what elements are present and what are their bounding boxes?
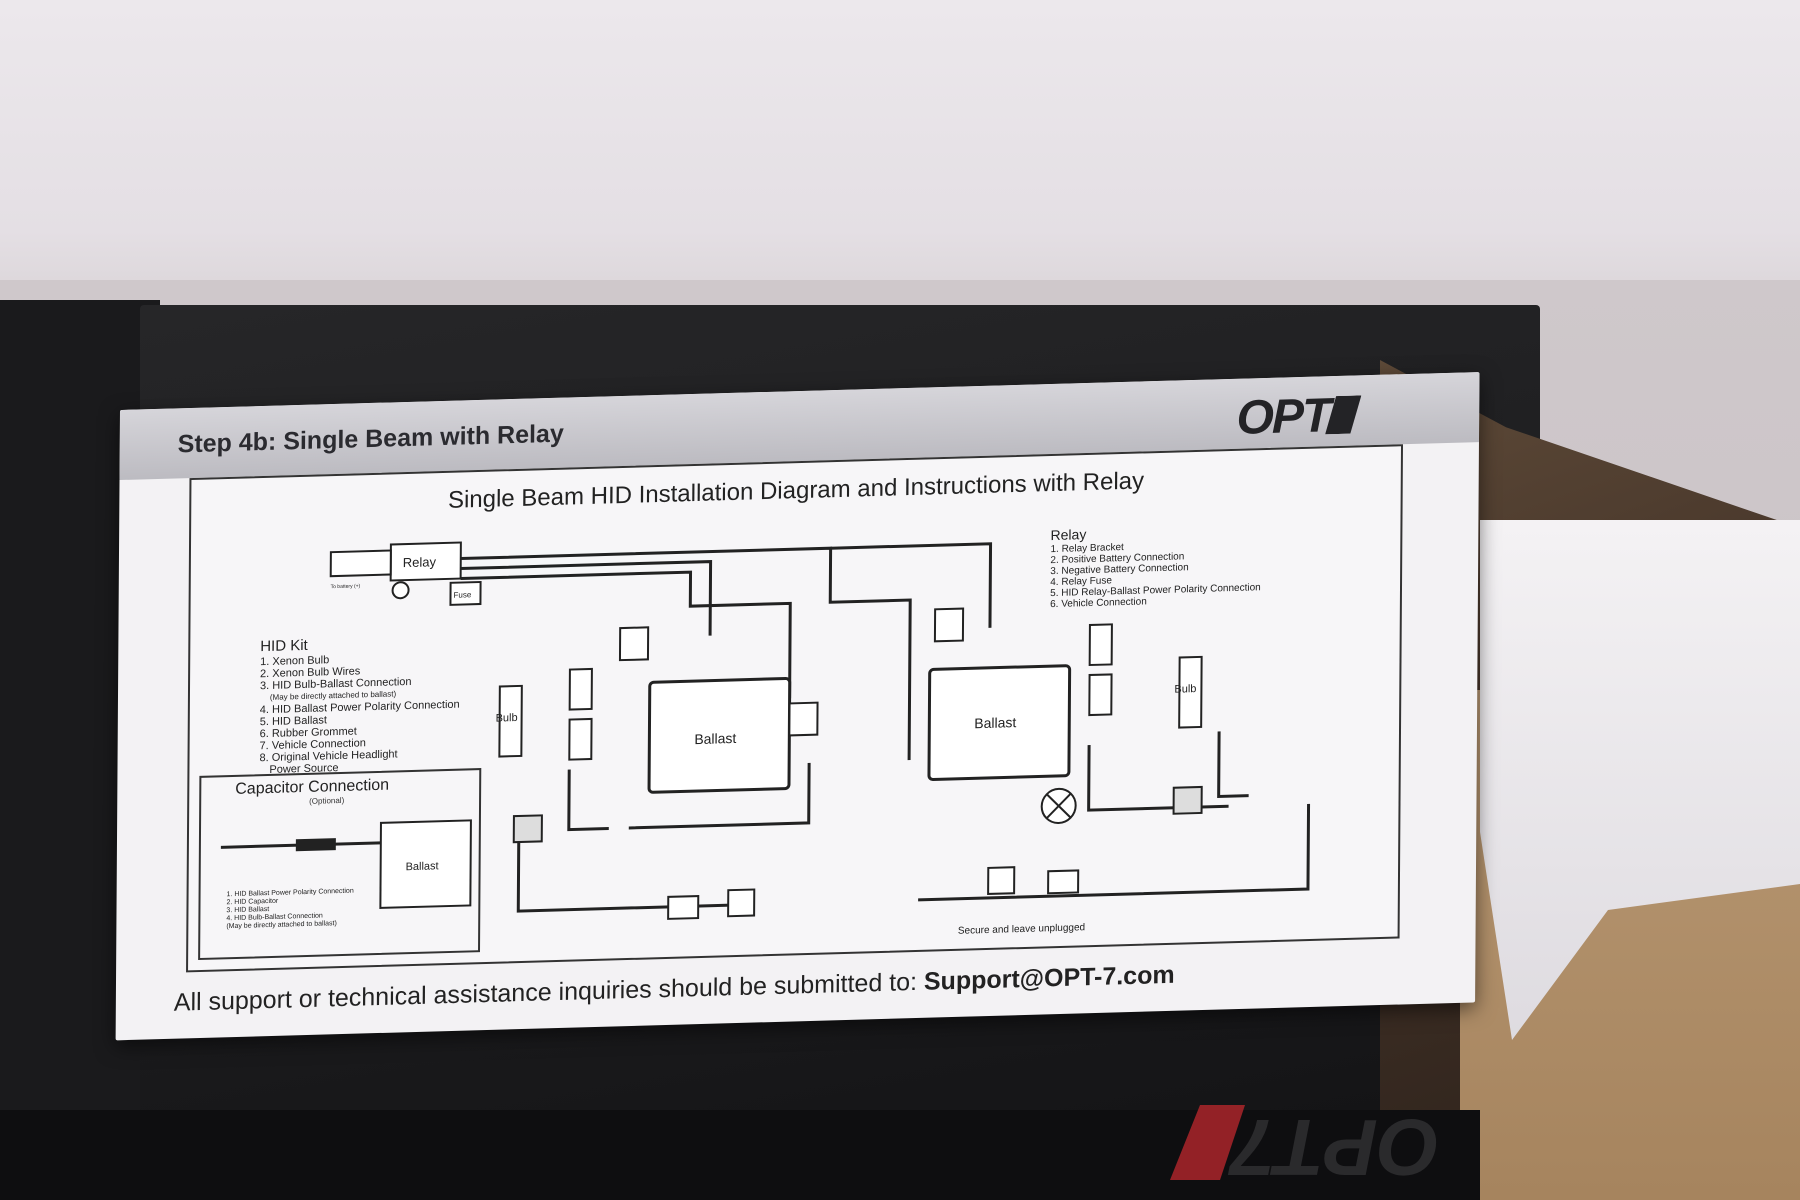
bulb-left bbox=[498, 684, 523, 758]
grommet-right bbox=[1172, 785, 1203, 815]
box-logo: OPT7 bbox=[1170, 1103, 1440, 1192]
box-logo-accent bbox=[1170, 1105, 1245, 1180]
connector-left-2 bbox=[788, 701, 819, 737]
unplugged-x-2 bbox=[1045, 792, 1072, 819]
wire-right-bulb bbox=[1217, 731, 1249, 799]
ballast-right bbox=[927, 664, 1072, 781]
wiring-diagram: Relay To battery (+) Fuse Ballast bbox=[318, 541, 1311, 937]
wire-relay-right bbox=[460, 546, 912, 761]
diagram-frame: Single Beam HID Installation Diagram and… bbox=[186, 444, 1404, 973]
bulb-left-label: Bulb bbox=[496, 712, 518, 725]
vehicle-connector-right-2 bbox=[1047, 869, 1080, 895]
step-title: Step 4b: Single Beam with Relay bbox=[177, 419, 564, 459]
connector-right-3 bbox=[1088, 673, 1113, 717]
fuse-label: Fuse bbox=[453, 590, 471, 600]
relay-label: Relay bbox=[403, 554, 437, 570]
background-wall bbox=[0, 0, 1800, 330]
wire-right-ballast-down bbox=[1087, 745, 1229, 812]
support-email: Support@OPT-7.com bbox=[923, 960, 1175, 996]
grommet-left bbox=[512, 814, 543, 844]
left-bulb-group: Bulb bbox=[496, 684, 543, 844]
to-battery-label: To battery (+) bbox=[331, 583, 361, 590]
vehicle-connector-left-1 bbox=[667, 895, 700, 920]
capacitor-legend: 1. HID Ballast Power Polarity Connection… bbox=[226, 888, 353, 932]
connector-right-1 bbox=[933, 607, 965, 643]
bulb-right-label: Bulb bbox=[1174, 683, 1196, 696]
capacitor-body bbox=[295, 838, 336, 852]
capacitor-connection-box: Capacitor Connection (Optional) Ballast … bbox=[198, 768, 482, 961]
hid-kit-legend: HID Kit 1. Xenon Bulb 2. Xenon Bulb Wire… bbox=[259, 633, 460, 777]
wire-relay-left bbox=[460, 570, 792, 699]
left-ballast-group: Ballast bbox=[568, 626, 819, 794]
brand-logo-mark bbox=[1325, 395, 1361, 434]
support-footer: All support or technical assistance inqu… bbox=[174, 961, 1175, 1018]
relay-unit: Relay To battery (+) Fuse bbox=[329, 541, 482, 606]
box-logo-text: OPT7 bbox=[1228, 1103, 1440, 1192]
ballast-left-label: Ballast bbox=[694, 730, 736, 747]
right-bulb-group: Bulb bbox=[1172, 655, 1203, 815]
connector-left-4 bbox=[568, 717, 593, 761]
capacitor-ballast-label: Ballast bbox=[406, 860, 439, 873]
wire-right-ballast bbox=[830, 542, 993, 628]
wire-relay-ballast bbox=[460, 560, 713, 636]
relay-bracket bbox=[329, 549, 392, 578]
relay-legend: Relay 1. Relay Bracket 2. Positive Batte… bbox=[1050, 520, 1261, 610]
ballast-right-label: Ballast bbox=[974, 714, 1016, 731]
vehicle-connector-left-2 bbox=[727, 888, 756, 918]
connector-left-1 bbox=[618, 626, 650, 662]
wire-bottom-left bbox=[516, 830, 749, 913]
battery-terminal-icon bbox=[391, 581, 410, 600]
wire-bottom-right bbox=[918, 803, 1311, 902]
capacitor-ballast bbox=[379, 819, 472, 909]
instruction-sheet: Step 4b: Single Beam with Relay OPT Sing… bbox=[115, 372, 1480, 1041]
connector-left-3 bbox=[568, 667, 593, 711]
support-footer-text: All support or technical assistance inqu… bbox=[173, 967, 925, 1017]
vehicle-connector-right-1 bbox=[987, 866, 1016, 895]
brand-logo: OPT bbox=[1236, 389, 1330, 445]
connector-right-2 bbox=[1088, 623, 1113, 667]
right-ballast-group: Ballast bbox=[927, 607, 1113, 824]
wire-left-bulb bbox=[567, 769, 609, 832]
fuse-body bbox=[449, 580, 482, 606]
wire-left-ballast bbox=[628, 762, 811, 830]
capacitor-diagram: Ballast bbox=[220, 819, 472, 909]
vehicle-connections: Secure and leave unplugged bbox=[667, 866, 1085, 937]
capacitor-title: Capacitor Connection bbox=[235, 776, 390, 798]
unplugged-note: Secure and leave unplugged bbox=[958, 922, 1085, 937]
bulb-right bbox=[1178, 655, 1203, 729]
